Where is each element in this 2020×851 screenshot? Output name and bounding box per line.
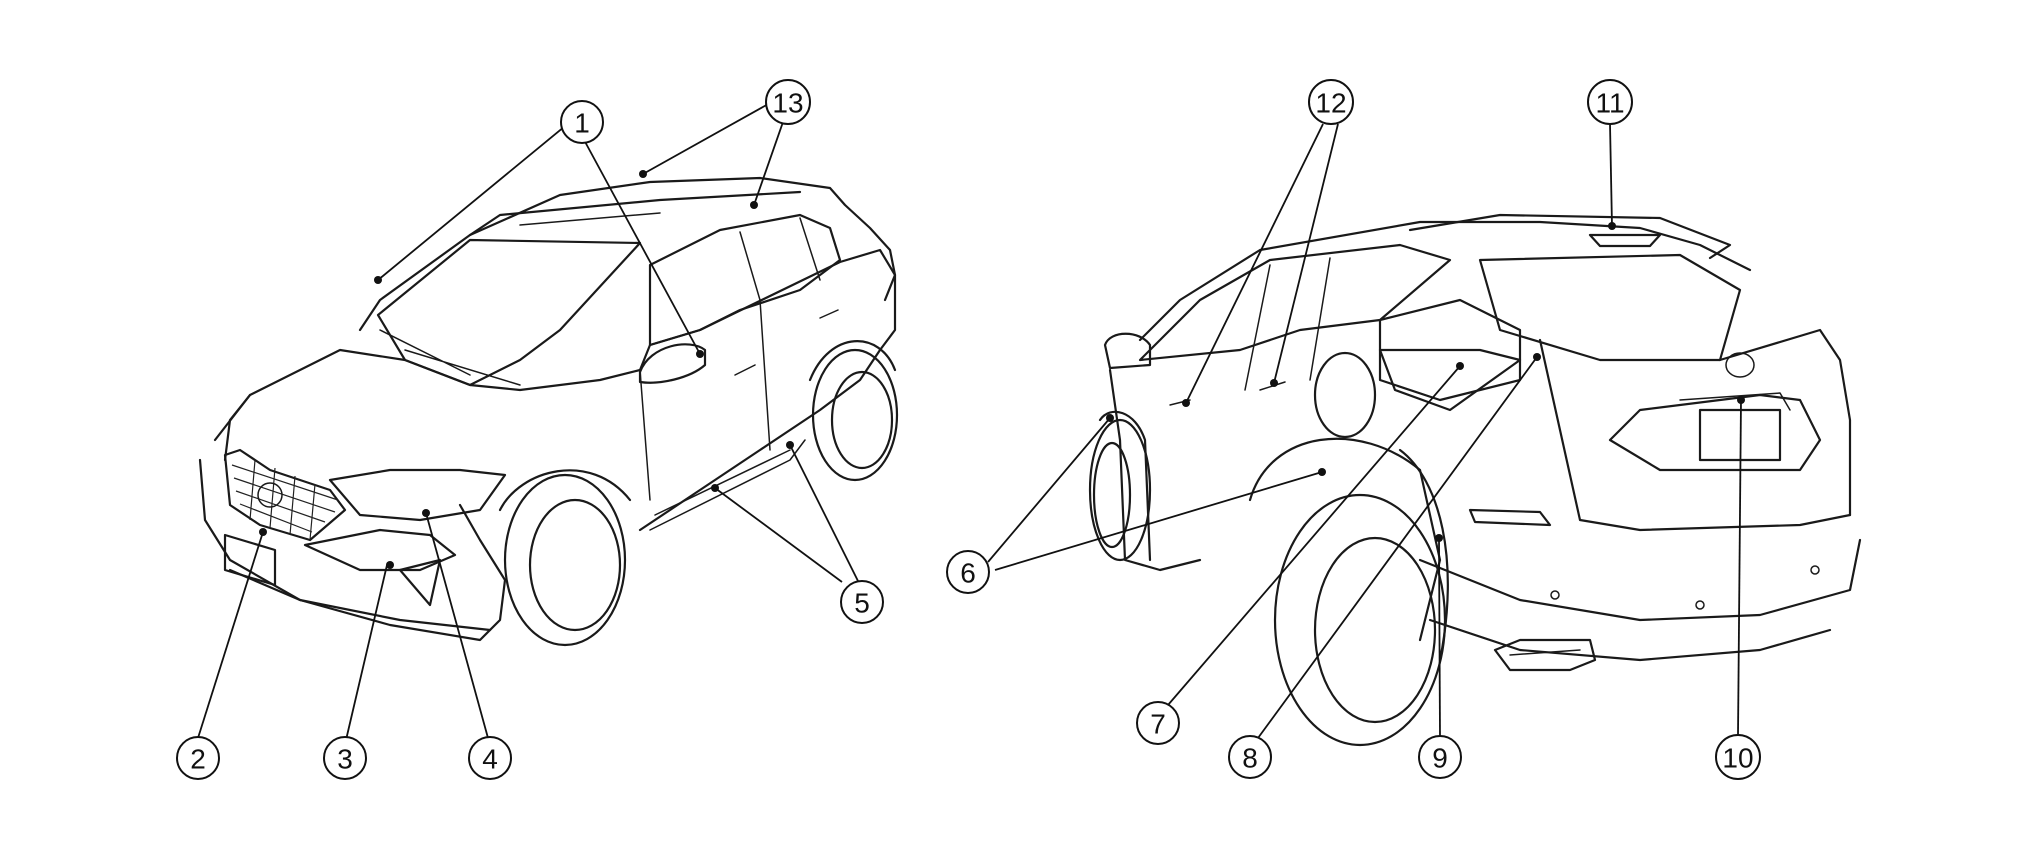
callout-7-label: 7 — [1150, 709, 1166, 740]
callout-2-label: 2 — [190, 744, 206, 775]
callout-2: 2 — [176, 736, 220, 780]
callout-5-label: 5 — [854, 588, 870, 619]
callout-10: 10 — [1715, 734, 1761, 780]
callout-13: 13 — [765, 79, 811, 125]
callout-12: 12 — [1308, 79, 1354, 125]
callout-12-label: 12 — [1315, 88, 1346, 119]
callout-4-label: 4 — [482, 744, 498, 775]
callout-1-label: 1 — [574, 108, 590, 139]
leader-lines — [197, 102, 1745, 741]
callout-3-label: 3 — [337, 744, 353, 775]
callout-11-label: 11 — [1595, 88, 1624, 119]
callout-6-label: 6 — [960, 558, 976, 589]
callout-5: 5 — [840, 580, 884, 624]
callout-9-label: 9 — [1432, 743, 1448, 774]
callout-1: 1 — [560, 100, 604, 144]
callout-8: 8 — [1228, 735, 1272, 779]
callout-7: 7 — [1136, 701, 1180, 745]
front-view-car — [198, 176, 899, 647]
callout-4: 4 — [468, 736, 512, 780]
callout-8-label: 8 — [1242, 743, 1258, 774]
callout-13-label: 13 — [772, 88, 803, 119]
callout-9: 9 — [1418, 735, 1462, 779]
callout-10-label: 10 — [1722, 743, 1753, 774]
rear-view-car — [1088, 213, 1862, 747]
callout-6: 6 — [946, 550, 990, 594]
callout-3: 3 — [323, 736, 367, 780]
callout-11: 11 — [1587, 79, 1633, 125]
